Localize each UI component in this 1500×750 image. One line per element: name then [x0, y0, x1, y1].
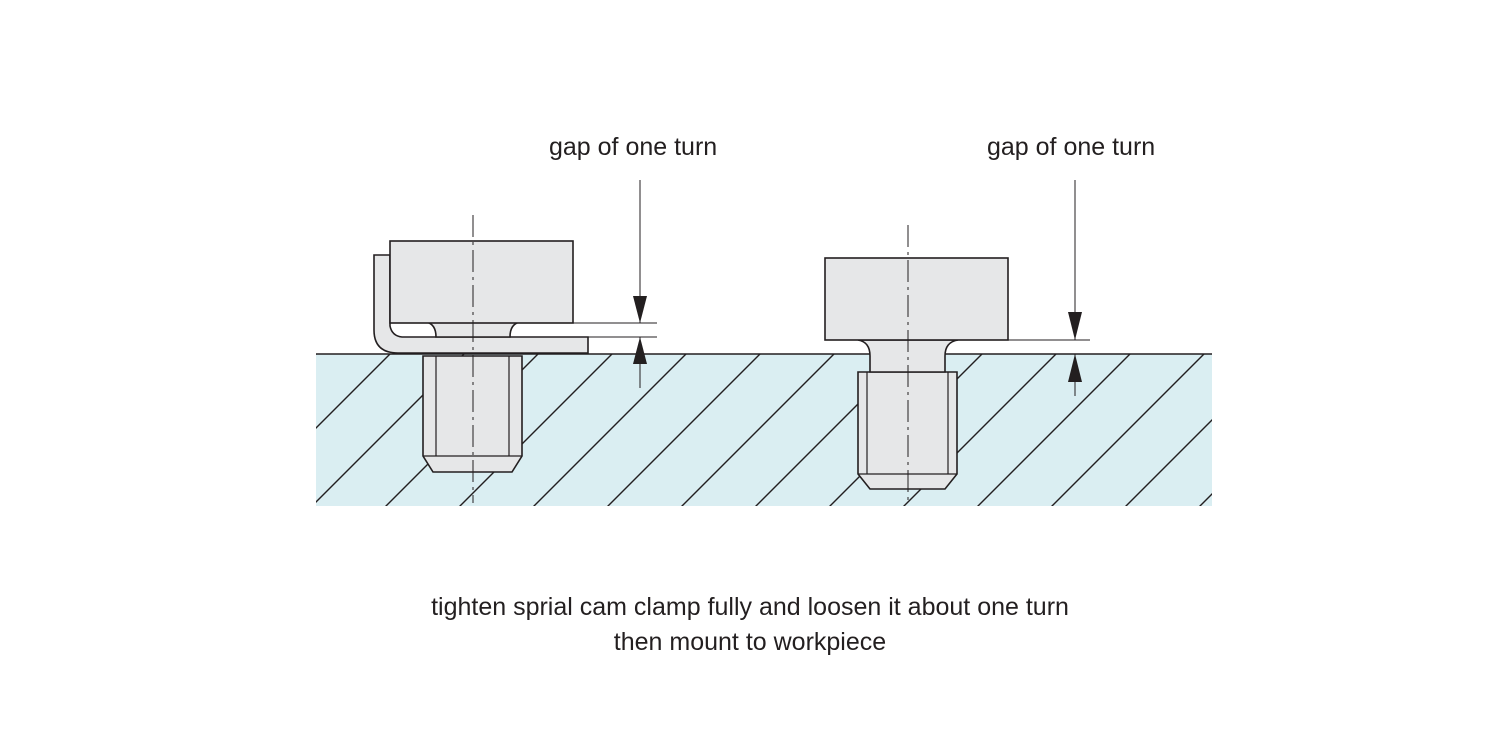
right-clamp-head — [824, 257, 1009, 341]
caption-line-2: then mount to workpiece — [613, 628, 887, 656]
left-gap-dimension — [573, 180, 657, 388]
right-clamp-neck — [857, 339, 959, 373]
right-gap-dimension — [1008, 180, 1090, 396]
left-gap-label: gap of one turn — [549, 133, 718, 161]
left-gap-arrow-up — [633, 337, 647, 364]
left-clamp — [373, 240, 589, 473]
right-clamp — [824, 257, 1009, 490]
left-clamp-head — [389, 240, 574, 324]
right-gap-arrow-down — [1068, 312, 1082, 340]
caption-line-1: tighten sprial cam clamp fully and loose… — [431, 593, 1069, 621]
right-gap-label: gap of one turn — [987, 133, 1156, 161]
right-gap-arrow-up — [1068, 354, 1082, 382]
left-gap-arrow-down — [633, 296, 647, 323]
